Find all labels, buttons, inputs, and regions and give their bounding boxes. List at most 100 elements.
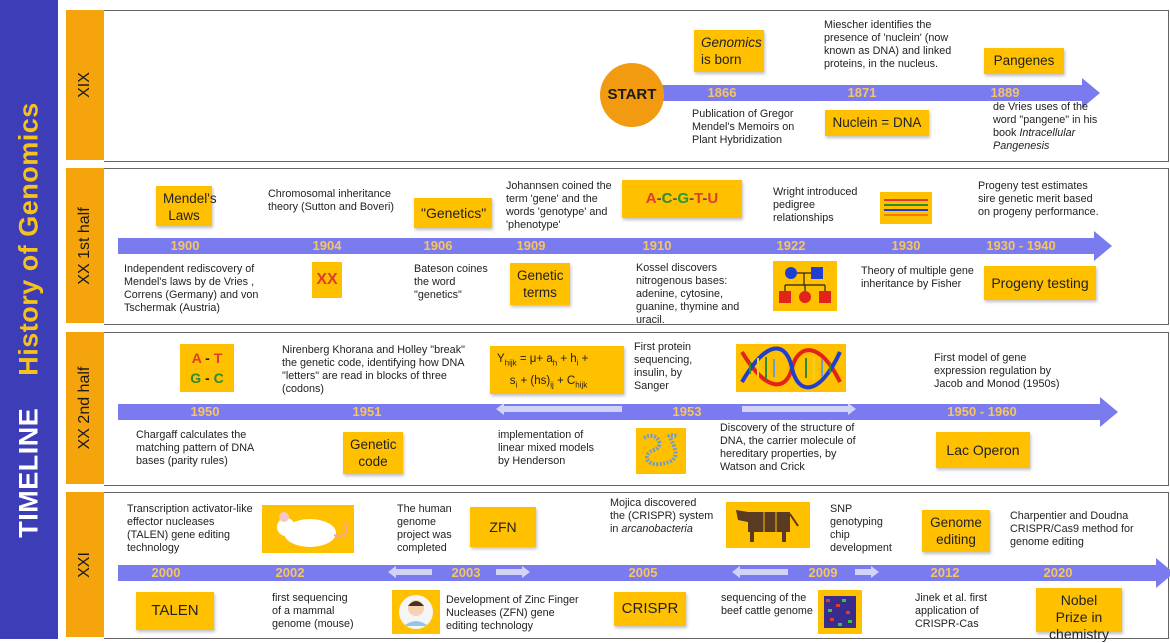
- left-span-arrow-icon: [732, 566, 740, 578]
- genome-editing-box: Genome editing: [922, 510, 990, 552]
- span-bar: [740, 569, 788, 575]
- sidebar-band: [0, 0, 58, 639]
- base-dash: -: [205, 370, 210, 386]
- year-1930: 1930: [891, 238, 921, 253]
- base-c: C: [213, 370, 224, 386]
- year-1904: 1904: [312, 238, 342, 253]
- pair-gc: G - C: [180, 368, 234, 388]
- chromosome-icon: XX: [312, 262, 342, 298]
- event-chargaff: Chargaff calculates the matching pattern…: [136, 429, 254, 467]
- nobel-prize-box: Nobel Prize in chemistry: [1036, 588, 1122, 642]
- mouse-icon: [262, 505, 354, 553]
- year-2009: 2009: [808, 565, 838, 580]
- event-mendel-publication: Publication of Gregor Mendel's Memoirs o…: [692, 108, 795, 146]
- base-dash: -: [689, 190, 695, 207]
- year-1950-1960: 1950 - 1960: [947, 404, 1017, 419]
- right-span-arrow-icon: [522, 566, 530, 578]
- event-jacob-monod: First model of gene expression regulatio…: [934, 352, 1060, 390]
- lac-operon-box: Lac Operon: [936, 432, 1030, 468]
- row-label-text: XXI: [76, 551, 93, 578]
- genomics-word: Genomics: [701, 35, 762, 50]
- row-label-xxi: XXI: [66, 492, 104, 637]
- row-label-xix: XIX: [66, 10, 104, 160]
- event-miescher: Miescher identifies the presence of 'nuc…: [824, 19, 952, 70]
- snp-chip-icon: [818, 590, 862, 634]
- year-1930-1940: 1930 - 1940: [986, 238, 1056, 253]
- year-1909: 1909: [516, 238, 546, 253]
- span-bar: [396, 569, 432, 575]
- formula-part: +: [578, 353, 589, 365]
- mendels-laws-box: Mendel's Laws: [156, 186, 217, 226]
- event-charpentier-doudna: Charpentier and Doudna CRISPR/Cas9 metho…: [1010, 510, 1134, 548]
- row-label-xx-1st: XX 1st half: [66, 168, 104, 323]
- title-history: History of Genomics: [13, 102, 44, 376]
- event-mojica: Mojica discovered the (CRISPR) system in…: [610, 497, 714, 536]
- event-johannsen: Johannsen coined the term 'gene' and the…: [506, 180, 612, 231]
- base-t: T: [694, 190, 703, 207]
- arrow-head-icon: [1094, 231, 1112, 261]
- event-beef-genome: sequencing of the beef cattle genome: [721, 592, 813, 617]
- base-dash: -: [656, 190, 662, 207]
- year-1953: 1953: [672, 404, 702, 419]
- year-1910: 1910: [642, 238, 672, 253]
- pair-at: A - T: [180, 348, 234, 368]
- formula-part: + C: [553, 375, 576, 388]
- event-zfn-development: Development of Zinc Finger Nucleases (ZF…: [446, 594, 579, 632]
- devries-book: Intracellular Pangenesis: [993, 127, 1076, 152]
- pangenes-box: Pangenes: [984, 48, 1064, 74]
- event-wright: Wright introduced pedigree relationships: [773, 186, 858, 224]
- protein-chain-icon: [636, 428, 686, 474]
- event-henderson: implementation of linear mixed models by…: [498, 429, 595, 467]
- event-bateson: Bateson coines the word "genetics": [414, 263, 488, 301]
- xx-glyph: XX: [316, 271, 338, 288]
- mixed-model-formula-box: Yhijk = μ+ ah + hi + si + (hs)ij + Chijk: [490, 346, 624, 394]
- left-span-arrow-icon: [388, 566, 396, 578]
- genetic-code-box: Genetic code: [343, 432, 403, 474]
- year-1900: 1900: [170, 238, 200, 253]
- year-2000: 2000: [151, 565, 181, 580]
- event-de-vries-pangene: de Vries uses of the word "pangene" in h…: [993, 101, 1107, 153]
- arrow-head-icon: [1100, 397, 1118, 427]
- born-text: is born: [701, 52, 742, 67]
- title-timeline: TIMELINE: [13, 407, 44, 538]
- span-bar: [742, 406, 848, 412]
- year-1866: 1866: [707, 85, 737, 100]
- base-dash: -: [205, 350, 210, 366]
- talen-box: TALEN: [136, 592, 214, 630]
- timeline-title: TIMELINE History of Genomics: [14, 102, 45, 538]
- year-2003: 2003: [451, 565, 481, 580]
- formula-part: i: [576, 358, 579, 368]
- base-u: U: [707, 190, 719, 207]
- arrow-head-icon: [1082, 78, 1100, 108]
- year-1889: 1889: [990, 85, 1020, 100]
- event-progeny-estimate: Progeny test estimates sire genetic meri…: [978, 180, 1099, 218]
- nuclein-box: Nuclein = DNA: [825, 110, 929, 136]
- base-g: G: [190, 370, 202, 386]
- genetics-box: "Genetics": [414, 198, 492, 228]
- formula-part: hijk: [575, 380, 588, 390]
- event-jinek: Jinek et al. first application of CRISPR…: [915, 592, 988, 630]
- formula-part: ij: [550, 380, 554, 390]
- event-talen: Transcription activator-like effector nu…: [127, 503, 253, 554]
- formula-part: = μ+ a: [516, 353, 553, 365]
- event-sanger: First protein sequencing, insulin, by Sa…: [634, 341, 693, 392]
- base-pairs-box: A - T G - C: [180, 344, 234, 392]
- devries-text: de Vries uses of the word "pangene" in h…: [993, 101, 1098, 139]
- formula-part: + h: [557, 353, 577, 365]
- base-a: A: [191, 350, 202, 366]
- zfn-box: ZFN: [470, 507, 536, 547]
- right-span-arrow-icon: [871, 566, 879, 578]
- formula-part: h: [552, 358, 558, 368]
- row-label-xx-2nd: XX 2nd half: [66, 332, 104, 484]
- left-span-arrow-icon: [496, 403, 504, 415]
- event-chromosomal-theory: Chromosomal inheritance theory (Sutton a…: [268, 188, 395, 213]
- event-mouse-genome: first sequencing of a mammal genome (mou…: [272, 592, 354, 630]
- span-bar: [496, 569, 522, 575]
- event-watson-crick: Discovery of the structure of DNA, the c…: [720, 422, 856, 473]
- gene-lines-icon: [880, 192, 932, 224]
- row-label-text: XIX: [76, 72, 93, 98]
- year-2002: 2002: [275, 565, 305, 580]
- year-1951: 1951: [352, 404, 382, 419]
- timeline-arrow-xix: [650, 85, 1082, 101]
- scientist-avatar-icon: [392, 590, 440, 634]
